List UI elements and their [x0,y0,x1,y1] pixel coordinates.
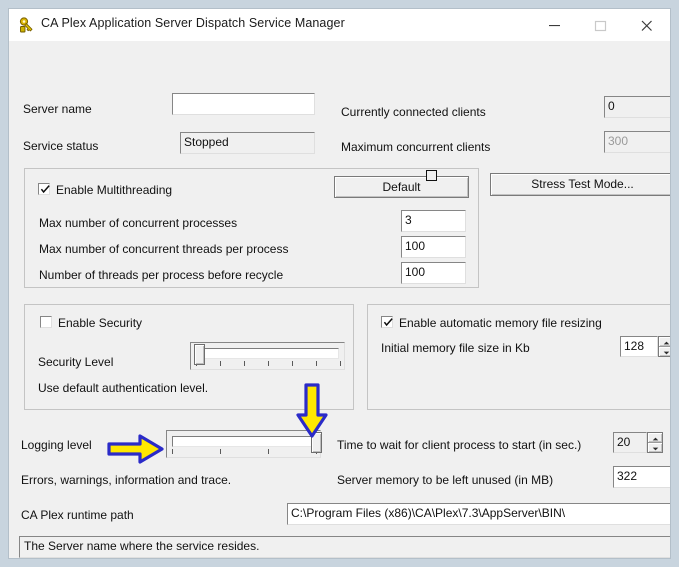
chevron-up-icon [652,437,659,441]
security-level-slider[interactable] [190,342,345,370]
right-arrow-annotation [107,433,165,470]
runtime-path-label: CA Plex runtime path [21,508,134,522]
enable-multithreading-checkbox[interactable] [38,183,50,195]
focus-marker-square [426,170,437,181]
logging-description: Errors, warnings, information and trace. [21,473,232,487]
max-threads-input[interactable]: 100 [401,236,466,258]
security-description: Use default authentication level. [38,381,209,395]
logging-slider-track [172,436,315,447]
stepper-down-button[interactable] [659,347,670,357]
title-bar: CA Plex Application Server Dispatch Serv… [9,9,670,42]
chevron-down-icon [652,447,659,450]
default-button[interactable]: Default [334,176,469,198]
dispatch-service-manager-window: CA Plex Application Server Dispatch Serv… [8,8,671,559]
close-button[interactable] [624,9,670,41]
stress-test-mode-button[interactable]: Stress Test Mode... [490,173,670,196]
chevron-up-icon [663,341,670,345]
max-clients-value: 300 [604,131,670,153]
multithreading-group [24,168,479,288]
logging-slider-thumb[interactable] [311,432,322,453]
status-bar: The Server name where the service reside… [19,536,670,558]
checkmark-icon [383,318,393,327]
service-status-value: Stopped [180,132,315,154]
wait-time-input[interactable]: 20 [613,432,647,453]
wait-time-label: Time to wait for client process to start… [337,438,582,452]
stepper-up-button[interactable] [659,337,670,347]
connected-clients-label: Currently connected clients [341,105,486,119]
connected-clients-value: 0 [604,96,670,118]
threads-before-recycle-label: Number of threads per process before rec… [39,268,284,282]
initial-memory-size-stepper[interactable] [658,336,670,357]
logging-level-slider[interactable] [166,430,322,458]
wait-time-stepper[interactable] [647,432,663,453]
maximize-button[interactable] [578,9,624,41]
service-status-label: Service status [23,139,99,153]
enable-memory-resizing-checkbox[interactable] [381,316,393,328]
close-icon [641,20,652,31]
security-slider-track [196,348,339,359]
security-level-label: Security Level [38,355,114,369]
down-arrow-annotation [295,383,329,444]
logging-level-label: Logging level [21,438,92,452]
plug-key-icon [18,16,36,34]
memory-group [367,304,670,410]
runtime-path-input[interactable]: C:\Program Files (x86)\CA\Plex\7.3\AppSe… [287,503,670,525]
max-processes-label: Max number of concurrent processes [39,216,238,230]
threads-before-recycle-input[interactable]: 100 [401,262,466,284]
initial-memory-size-input[interactable]: 128 [620,336,658,357]
server-memory-input[interactable]: 322 [613,466,670,488]
security-slider-thumb[interactable] [194,344,205,365]
chevron-down-icon [663,351,670,354]
minimize-icon [549,25,560,27]
max-threads-label: Max number of concurrent threads per pro… [39,242,289,256]
enable-security-label: Enable Security [58,316,143,330]
max-processes-input[interactable]: 3 [401,210,466,232]
maximize-icon [594,20,607,32]
window-title: CA Plex Application Server Dispatch Serv… [41,16,345,30]
server-name-input[interactable] [172,93,315,115]
security-group [24,304,354,410]
stepper-down-button[interactable] [648,443,662,453]
logging-slider-ticks [172,449,317,454]
checkmark-icon [40,185,50,194]
server-name-label: Server name [23,102,92,116]
stepper-up-button[interactable] [648,433,662,443]
enable-memory-resizing-label: Enable automatic memory file resizing [399,316,602,330]
security-slider-ticks [196,361,341,366]
enable-security-checkbox[interactable] [40,316,52,328]
initial-memory-size-label: Initial memory file size in Kb [381,341,530,355]
max-clients-label: Maximum concurrent clients [341,140,491,154]
minimize-button[interactable] [532,9,578,41]
server-memory-label: Server memory to be left unused (in MB) [337,473,554,487]
dialog-client-area: Server name Currently connected clients … [9,42,670,558]
enable-multithreading-label: Enable Multithreading [56,183,173,197]
